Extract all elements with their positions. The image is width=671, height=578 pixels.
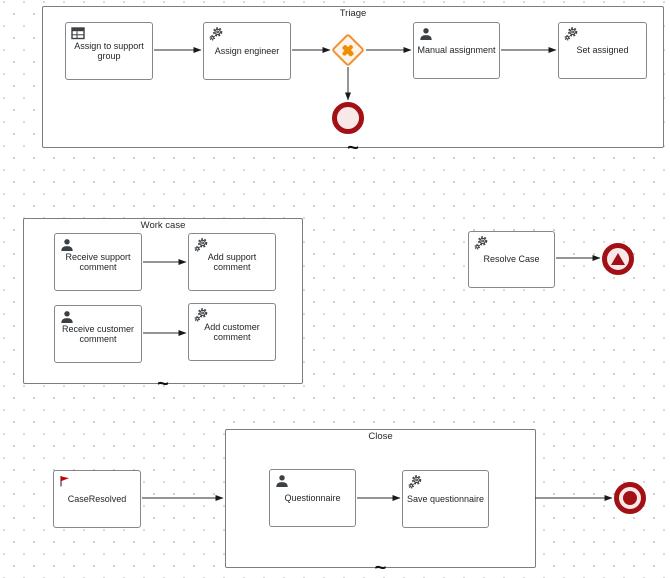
adhoc-marker-close: ~ [374, 557, 387, 578]
task-set-assigned[interactable]: Set assigned [558, 22, 647, 79]
task-label: Manual assignment [417, 45, 496, 56]
stage-triage-label: Triage [339, 8, 367, 19]
task-label: Receive customer comment [61, 323, 135, 344]
task-resolve-case[interactable]: Resolve Case [468, 231, 555, 288]
task-add-customer-comment[interactable]: Add customer comment [188, 303, 276, 361]
terminate-dot-icon [623, 491, 637, 505]
task-receive-support-comment[interactable]: Receive support comment [54, 233, 142, 291]
task-label: Resolve Case [483, 254, 540, 265]
gears-icon [564, 27, 578, 41]
stage-work-case-label: Work case [140, 220, 186, 231]
stage-close-label: Close [368, 431, 393, 442]
business-rule-icon [71, 27, 85, 41]
adhoc-marker-work-case: ~ [157, 373, 169, 395]
signal-triangle-icon [611, 252, 625, 265]
task-label: Receive support comment [65, 251, 131, 272]
task-label: Assign to support group [74, 40, 144, 61]
user-icon [419, 27, 433, 41]
task-label: Add support comment [207, 251, 257, 272]
task-label: Save questionnaire [406, 493, 485, 504]
task-case-resolved-milestone[interactable]: CaseResolved [53, 470, 141, 528]
task-label: Add customer comment [204, 321, 260, 342]
gears-icon [474, 236, 488, 250]
task-add-support-comment[interactable]: Add support comment [188, 233, 276, 291]
task-questionnaire[interactable]: Questionnaire [269, 469, 356, 527]
user-icon [275, 474, 289, 488]
task-manual-assignment[interactable]: Manual assignment [413, 22, 500, 79]
signal-end-event[interactable] [602, 243, 634, 275]
milestone-flag-icon [59, 475, 73, 489]
user-icon [60, 238, 74, 252]
gears-icon [194, 308, 208, 322]
task-receive-customer-comment[interactable]: Receive customer comment [54, 305, 142, 363]
task-label: Questionnaire [284, 492, 341, 503]
task-label: Assign engineer [214, 45, 280, 56]
task-label: Set assigned [576, 45, 629, 56]
user-icon [60, 310, 74, 324]
adhoc-marker-triage: ~ [347, 137, 359, 159]
end-event-triage[interactable] [332, 102, 364, 134]
task-assign-support-group[interactable]: Assign to support group [65, 22, 153, 80]
gears-icon [408, 475, 422, 489]
task-label: CaseResolved [67, 493, 127, 504]
terminate-end-event[interactable] [614, 482, 646, 514]
gears-icon [209, 27, 223, 41]
task-assign-engineer[interactable]: Assign engineer [203, 22, 291, 80]
task-save-questionnaire[interactable]: Save questionnaire [402, 470, 489, 528]
gears-icon [194, 238, 208, 252]
